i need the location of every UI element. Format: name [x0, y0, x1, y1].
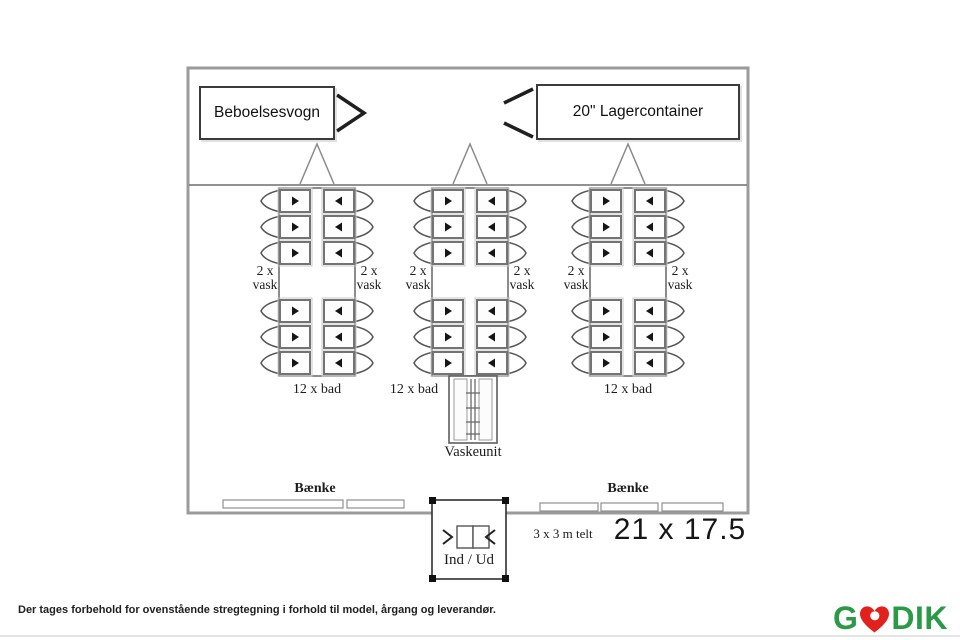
- residential-arrow-icon: [336, 93, 368, 133]
- tent-size-label: 3 x 3 m telt: [533, 526, 593, 541]
- disclaimer-text: Der tages forbehold for ovenstående stre…: [18, 604, 496, 616]
- bench: [222, 499, 344, 509]
- wash-unit: [448, 375, 498, 444]
- sink-count-label: 2 x vask: [405, 263, 431, 292]
- wash-unit-label: Vaskeunit: [444, 444, 502, 460]
- bath-count-label: 12 x bad: [292, 382, 342, 397]
- bench-row-left: [222, 499, 405, 509]
- corner-dot: [502, 575, 509, 582]
- sink-count-label: 2 x vask: [667, 263, 693, 292]
- bench: [539, 502, 599, 512]
- bench-row-right: [539, 502, 724, 512]
- residential-unit-box: Beboelsesvogn: [199, 86, 335, 140]
- container-arrow-icon: [503, 87, 534, 139]
- sink-count-label: 2 x vask: [356, 263, 382, 292]
- bench: [661, 502, 724, 512]
- tent-peak: [452, 142, 488, 185]
- entrance-box: [429, 497, 509, 582]
- bottom-divider: [0, 635, 960, 637]
- entrance-arrow-out-icon: [484, 529, 496, 545]
- logo-text-g: G: [833, 600, 859, 636]
- bath-count-label: 12 x bad: [389, 382, 439, 397]
- bench: [346, 499, 405, 509]
- entrance-door: [472, 525, 490, 549]
- residential-unit-label: Beboelsesvogn: [214, 104, 320, 121]
- storage-container-label: 20" Lagercontainer: [572, 103, 704, 120]
- sink-count-label: 2 x vask: [509, 263, 535, 292]
- sink-count-label: 2 x vask: [563, 263, 589, 292]
- corner-dot: [502, 497, 509, 504]
- entrance-arrow-in-icon: [442, 529, 454, 545]
- heart-icon: [860, 606, 890, 633]
- storage-container-box: 20" Lagercontainer: [536, 84, 740, 140]
- godik-logo: G DIK: [833, 600, 948, 637]
- bench: [600, 502, 659, 512]
- tent-peak: [299, 142, 335, 185]
- tent-peak: [610, 142, 646, 185]
- sink-count-label: 2 x vask: [252, 263, 278, 292]
- bath-count-label: 12 x bad: [603, 382, 653, 397]
- corner-dot: [429, 497, 436, 504]
- logo-text-dik: DIK: [891, 600, 948, 636]
- overall-dimensions-label: 21 x 17.5: [613, 513, 747, 546]
- bench-label-left: Bænke: [294, 481, 336, 496]
- bench-label-right: Bænke: [607, 481, 649, 496]
- corner-dot: [429, 575, 436, 582]
- entrance-label: Ind / Ud: [444, 552, 494, 568]
